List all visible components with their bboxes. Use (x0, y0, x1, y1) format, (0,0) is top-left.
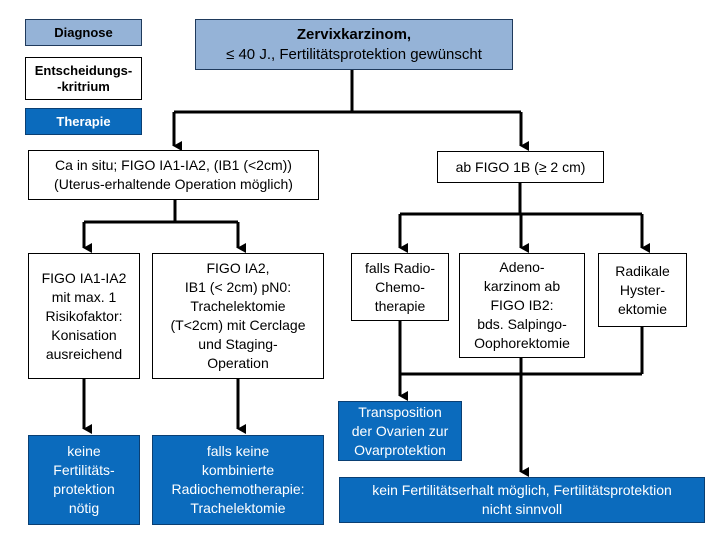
left-criterion: Ca in situ; FIGO IA1-IA2, (IB1 (<2cm)) (… (28, 150, 319, 200)
connector-right-criterion (400, 183, 642, 216)
right-sub2-adenokarzinom: Adeno- karzinom ab FIGO IB2: bds. Salpin… (459, 253, 585, 358)
right-therapy1-transposition: Transposition der Ovarien zur Ovarprotek… (338, 401, 462, 461)
left-therapy1: keine Fertilitäts- protektion nötig (28, 435, 140, 525)
right-sub1-radiochemo: falls Radio- Chemo- therapie (351, 253, 449, 321)
connector-right-merge (398, 321, 644, 395)
root-diagnosis: Zervixkarzinom, ≤ 40 J., Fertilitätsprot… (195, 19, 513, 70)
left-therapy2: falls keine kombinierte Radiochemotherap… (152, 435, 324, 525)
connector-root (174, 70, 521, 114)
legend-therapie: Therapie (25, 108, 142, 135)
right-sub3-hysterektomie: Radikale Hyster- ektomie (598, 253, 687, 327)
legend-diagnose: Diagnose (25, 19, 142, 46)
left-sub1-konisation: FIGO IA1-IA2 mit max. 1 Risikofaktor: Ko… (28, 253, 140, 379)
root-subtitle: ≤ 40 J., Fertilitätsprotektion gewünscht (226, 45, 482, 63)
legend-entscheidungskriterium: Entscheidungs- -kritrium (25, 57, 142, 100)
left-sub2-trachelektomie: FIGO IA2, IB1 (< 2cm) pN0: Trachelektomi… (152, 253, 324, 379)
right-criterion: ab FIGO 1B (≥ 2 cm) (437, 151, 604, 183)
connector-left-criterion (84, 200, 238, 224)
right-therapy2-kein-erhalt: kein Fertilitätserhalt möglich, Fertilit… (339, 477, 705, 523)
root-title: Zervixkarzinom, (296, 25, 412, 43)
